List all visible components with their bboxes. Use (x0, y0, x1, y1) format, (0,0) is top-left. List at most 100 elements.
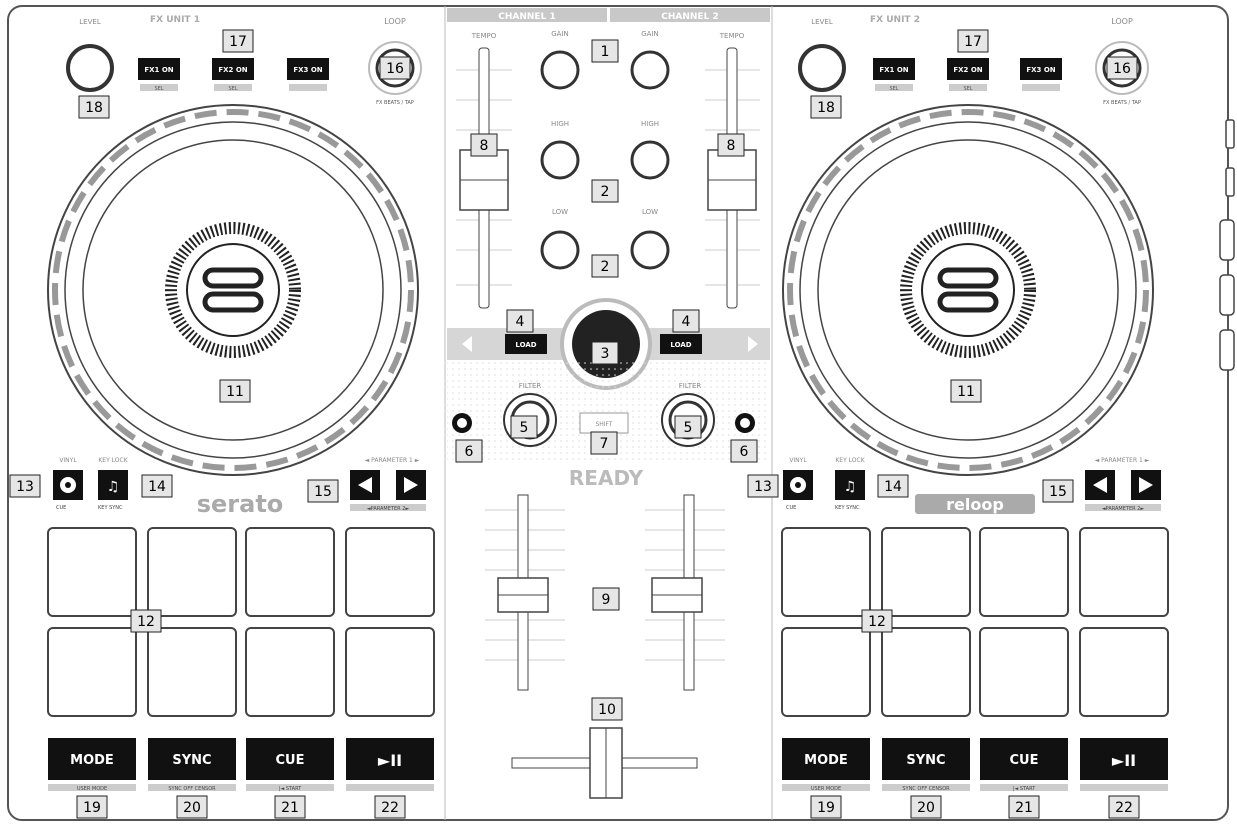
level-knob-left[interactable] (66, 44, 114, 92)
sel-label-right-1: SEL (889, 86, 898, 92)
mode-label-right: MODE (804, 753, 848, 768)
param2-label-right: ◄PARAMETER 2► (1102, 506, 1145, 512)
mixer-knobs[interactable] (540, 50, 670, 270)
arrow-left-icon-r (1093, 477, 1107, 493)
param2-label-left: ◄PARAMETER 2► (367, 506, 410, 512)
callout-4a (506, 309, 534, 333)
cue-button-left[interactable] (246, 738, 334, 780)
callout-5a-text: 5 (520, 420, 529, 436)
arrow-left-icon[interactable] (462, 336, 472, 352)
start-label-left: |◄ START (279, 786, 302, 792)
callout-4b (672, 309, 700, 333)
callout-8a-text: 8 (480, 138, 489, 154)
sel-label-left-1: SEL (154, 86, 163, 92)
fx2-button-left[interactable] (212, 58, 254, 80)
callout-22a (374, 795, 406, 819)
sync-label-right: SYNC (906, 753, 945, 768)
arrow-right-icon[interactable] (748, 336, 758, 352)
callout-6b (730, 439, 758, 463)
key-lock-label-right: KEY LOCK (835, 457, 865, 464)
fx3-label-left: FX3 ON (293, 66, 322, 74)
fx-unit-2-label: FX UNIT 2 (870, 15, 920, 25)
callout-15a (307, 479, 339, 503)
start-label-right: |◄ START (1013, 786, 1036, 792)
callout-16b (1106, 56, 1138, 80)
channel-fader-right[interactable] (645, 494, 725, 691)
fx1-button-right[interactable] (873, 58, 915, 80)
note-icon-right: ♫ (844, 479, 857, 495)
pads-right[interactable] (781, 527, 1169, 717)
callout-7 (590, 431, 618, 455)
fx2-button-right[interactable] (947, 58, 989, 80)
tempo-fader-right[interactable]: TEMPO (705, 32, 760, 309)
callout-18b-text: 18 (817, 100, 835, 116)
pads-left[interactable] (47, 527, 435, 717)
callout-14b-text: 14 (884, 479, 902, 495)
callout-8b (717, 133, 745, 157)
sync-off-label-right: SYNC OFF CENSOR (902, 786, 950, 792)
tempo-fader-left[interactable]: TEMPO (456, 32, 512, 309)
mode-button-right[interactable] (782, 738, 870, 780)
load-button-right[interactable] (660, 334, 702, 354)
callout-3-text: 3 (601, 346, 610, 362)
sync-off-label-left: SYNC OFF CENSOR (168, 786, 216, 792)
sel-label-left-2: SEL (228, 86, 237, 92)
note-icon-left: ♫ (107, 479, 120, 495)
fx1-label-right: FX1 ON (879, 66, 908, 74)
callout-12a (130, 609, 162, 633)
callout-22a-text: 22 (381, 800, 399, 816)
play-button-right[interactable] (1080, 738, 1168, 780)
key-sync-label-left: KEY SYNC (98, 505, 123, 511)
vinyl-sub-label-right: CUE (786, 505, 796, 511)
fx3-button-left[interactable] (287, 58, 329, 80)
callout-19a (76, 795, 108, 819)
callout-2b-text: 2 (601, 259, 610, 275)
sync-button-left[interactable] (148, 738, 236, 780)
mode-button-left[interactable] (48, 738, 136, 780)
callout-11b-text: 11 (957, 384, 975, 400)
callout-12b-text: 12 (868, 614, 886, 630)
level-label-left: LEVEL (79, 18, 101, 26)
callout-3 (591, 341, 619, 365)
play-button-left[interactable] (346, 738, 434, 780)
user-mode-label-right: USER MODE (811, 786, 841, 792)
callout-4a-text: 4 (516, 314, 525, 330)
tempo-label-left: TEMPO (471, 32, 497, 40)
callout-5b (674, 415, 702, 439)
callout-13b (747, 474, 779, 498)
fx1-button-left[interactable] (138, 58, 180, 80)
level-knob-right[interactable] (798, 44, 846, 92)
jog-wheel-right[interactable] (782, 104, 1154, 476)
callout-19b-text: 19 (817, 800, 835, 816)
fx2-label-right: FX2 ON (953, 66, 982, 74)
load-button-left[interactable] (505, 334, 547, 354)
vinyl-label-right: VINYL (789, 457, 807, 464)
high-label-1: HIGH (551, 120, 569, 128)
user-mode-label-left: USER MODE (77, 786, 107, 792)
callout-17b (957, 29, 989, 53)
channel-2-label: CHANNEL 2 (661, 12, 718, 22)
gain-label-2: GAIN (641, 30, 659, 38)
key-lock-button-right[interactable] (835, 470, 865, 500)
load-label-left: LOAD (515, 341, 536, 349)
channel-fader-left[interactable] (485, 494, 565, 691)
callout-21b-text: 21 (1015, 800, 1033, 816)
key-sync-label-right: KEY SYNC (835, 505, 860, 511)
filter-label-right: FILTER (679, 382, 702, 390)
callout-20b-text: 20 (917, 800, 935, 816)
filter-label-left: FILTER (519, 382, 542, 390)
callout-5a (510, 415, 538, 439)
cue-button-right[interactable] (980, 738, 1068, 780)
sync-button-right[interactable] (882, 738, 970, 780)
callout-8b-text: 8 (727, 138, 736, 154)
tempo-label-right: TEMPO (719, 32, 745, 40)
key-lock-button-left[interactable] (98, 470, 128, 500)
callout-2b (591, 254, 619, 278)
callout-7-text: 7 (600, 436, 609, 452)
crossfader[interactable] (511, 727, 698, 799)
jog-wheel-left[interactable] (47, 104, 419, 476)
gain-label-1: GAIN (551, 30, 569, 38)
fx3-button-right[interactable] (1020, 58, 1062, 80)
callout-18a (78, 95, 110, 119)
